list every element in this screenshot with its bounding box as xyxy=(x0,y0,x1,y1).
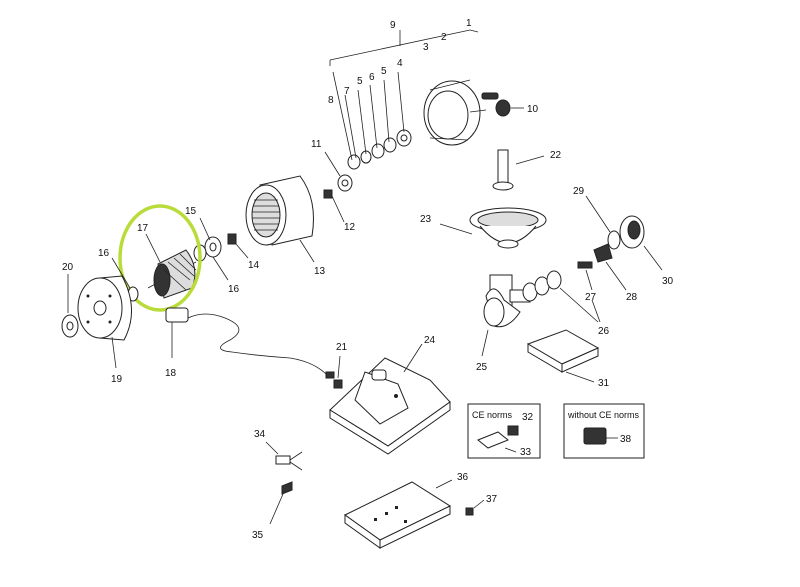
callout-18: 18 xyxy=(165,368,177,379)
callout-28: 28 xyxy=(626,292,638,303)
callout-29: 29 xyxy=(573,186,585,197)
callout-22: 22 xyxy=(550,150,562,161)
part-36-board xyxy=(344,479,453,549)
callout-5a: 5 xyxy=(381,66,387,77)
callout-24: 24 xyxy=(424,335,436,346)
part-12-screw xyxy=(323,189,345,223)
callout-13: 13 xyxy=(314,266,326,277)
callout-33: 33 xyxy=(520,447,532,458)
callout-4: 4 xyxy=(397,58,403,69)
motor-front-cover xyxy=(423,79,499,146)
part-31-tray xyxy=(526,329,600,383)
callout-10: 10 xyxy=(527,104,539,115)
part-21-screw xyxy=(333,355,343,389)
part-10-nut xyxy=(495,99,524,117)
callout-3: 3 xyxy=(423,42,429,53)
callout-25: 25 xyxy=(476,362,488,373)
part-22-pusher xyxy=(492,149,545,191)
bracket-9 xyxy=(329,29,479,66)
callout-27: 27 xyxy=(585,292,597,303)
callout-32: 32 xyxy=(522,412,534,423)
callout-7: 7 xyxy=(344,86,350,97)
callout-15: 15 xyxy=(185,206,197,217)
callout-35: 35 xyxy=(252,530,264,541)
callout-5b: 5 xyxy=(357,76,363,87)
callout-16b: 16 xyxy=(228,284,240,295)
part-24-base xyxy=(329,343,451,455)
ce-norms-label: CE norms xyxy=(472,410,513,420)
callout-23: 23 xyxy=(420,214,432,225)
callout-36: 36 xyxy=(457,472,469,483)
part-13-stator xyxy=(245,175,315,263)
callout-2: 2 xyxy=(441,32,447,43)
part-20-washer xyxy=(61,274,79,338)
part-27-spring xyxy=(577,261,593,291)
without-ce-norms-label: without CE norms xyxy=(567,410,640,420)
callout-14: 14 xyxy=(248,260,260,271)
callout-8: 8 xyxy=(328,95,334,106)
highlight-circle xyxy=(118,204,202,312)
callout-16a: 16 xyxy=(98,248,110,259)
part-29-plate xyxy=(585,195,621,250)
callout-31: 31 xyxy=(598,378,610,389)
callout-30: 30 xyxy=(662,276,674,287)
part-11-bearing xyxy=(324,151,353,192)
part-26-worm xyxy=(522,270,601,323)
callout-38: 38 xyxy=(620,434,632,445)
without-ce-norms-box xyxy=(563,403,645,459)
ce-norms-box xyxy=(467,403,541,459)
callout-34: 34 xyxy=(254,429,266,440)
part-19-end-shield xyxy=(77,275,133,369)
part-14-15-16-bearings xyxy=(193,217,249,281)
callout-20: 20 xyxy=(62,262,74,273)
callout-17: 17 xyxy=(137,223,149,234)
part-18-cable xyxy=(165,307,335,379)
part-23-tray xyxy=(439,207,547,249)
washer-stack xyxy=(332,71,412,170)
callout-26: 26 xyxy=(598,326,610,337)
callout-9: 9 xyxy=(390,20,396,31)
callout-1: 1 xyxy=(466,18,472,29)
callout-11: 11 xyxy=(311,139,322,150)
callout-6: 6 xyxy=(369,72,375,83)
part-34-35-switch xyxy=(265,441,303,525)
part-30-ring xyxy=(619,215,663,271)
part-17-rotor xyxy=(145,233,197,299)
callout-labels: 1 2 3 4 5 5 6 7 8 9 10 11 12 13 14 15 16… xyxy=(62,18,674,541)
part-25-head xyxy=(481,274,531,357)
callout-19: 19 xyxy=(111,374,123,385)
part-28-knife xyxy=(593,243,627,291)
callout-21: 21 xyxy=(336,342,348,353)
part-37-screw xyxy=(465,499,485,516)
callout-12: 12 xyxy=(344,222,356,233)
callout-37: 37 xyxy=(486,494,498,505)
